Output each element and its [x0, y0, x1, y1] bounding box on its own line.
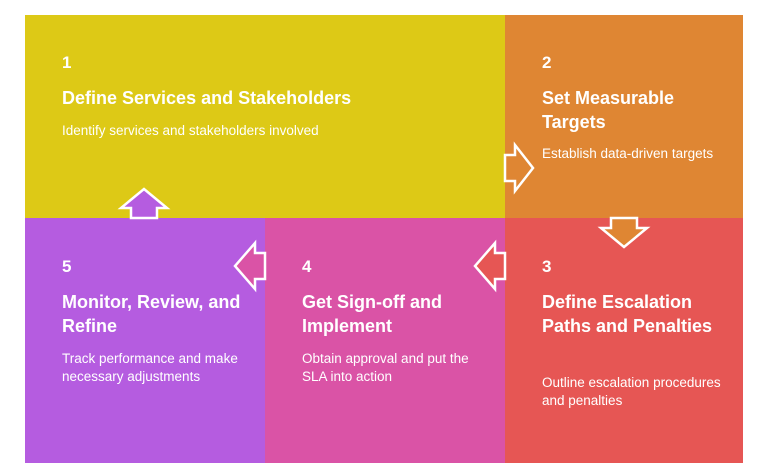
- step-3-title: Define Escalation Paths and Penalties: [542, 292, 713, 336]
- step-2-title: Set Measurable Targets: [542, 88, 675, 132]
- step-1-number: 1: [62, 53, 72, 72]
- step-4-title: Get Sign-off and Implement: [302, 292, 442, 336]
- step-5-number: 5: [62, 257, 72, 276]
- step-4-number: 4: [302, 257, 312, 276]
- step-2-number: 2: [542, 53, 552, 72]
- step-4-description: Obtain approval and put the SLA into act…: [302, 351, 469, 384]
- step-3-number: 3: [542, 257, 552, 276]
- step-5-tile: 5 Monitor, Review, and Refine Track perf…: [25, 218, 265, 463]
- step-2-description: Establish data-driven targets: [542, 146, 714, 161]
- step-4-tile: 4 Get Sign-off and Implement Obtain appr…: [265, 218, 505, 463]
- step-2-tile: 2 Set Measurable Targets Establish data-…: [505, 15, 743, 218]
- step-1-tile: 1 Define Services and Stakeholders Ident…: [25, 15, 505, 218]
- step-1-description: Identify services and stakeholders invol…: [62, 123, 319, 138]
- step-5-description: Track performance and make necessary adj…: [62, 351, 238, 384]
- step-3-tile: 3 Define Escalation Paths and Penalties …: [505, 218, 743, 463]
- step-5-title: Monitor, Review, and Refine: [62, 292, 241, 336]
- step-3-description: Outline escalation procedures and penalt…: [542, 375, 721, 408]
- step-1-title: Define Services and Stakeholders: [62, 88, 352, 108]
